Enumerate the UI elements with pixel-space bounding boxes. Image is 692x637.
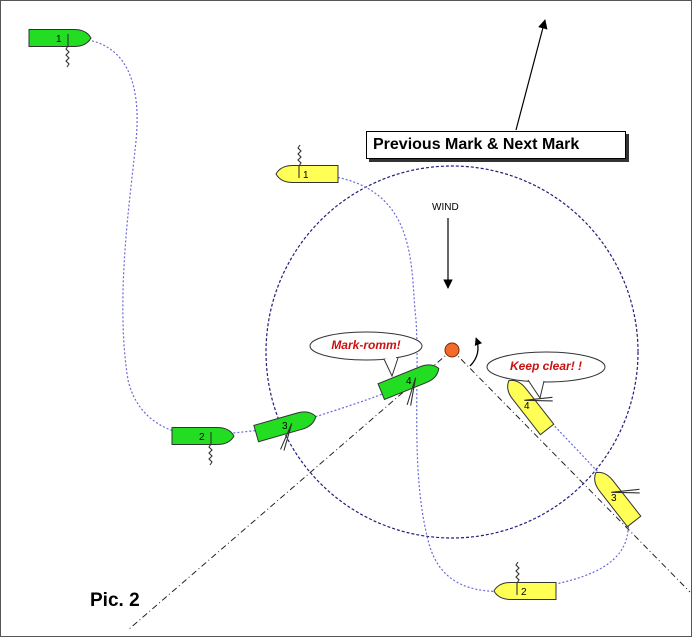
callout-mark-room bbox=[309, 331, 423, 378]
green-boat-3-sail bbox=[280, 423, 293, 451]
green-boat-2-number: 2 bbox=[199, 432, 205, 443]
green-boat-1 bbox=[28, 29, 92, 68]
green-boat-3-number: 3 bbox=[282, 421, 288, 432]
yellow-boat-3-hull bbox=[594, 471, 642, 528]
green-boat-4-number: 4 bbox=[406, 376, 412, 387]
yellow-boat-2-hull bbox=[493, 582, 557, 600]
yellow-boat-3 bbox=[594, 471, 642, 528]
callout-mark-room-text: Mark-romm! bbox=[331, 338, 401, 352]
layline-right bbox=[451, 349, 691, 593]
yellow-boat-4 bbox=[507, 379, 555, 436]
green-boat-4 bbox=[377, 364, 440, 406]
green-boat-1-hull bbox=[28, 29, 92, 47]
green-boat-4-sail bbox=[406, 377, 417, 406]
callout-keep-clear bbox=[486, 351, 606, 400]
green-boat-1-sail bbox=[65, 34, 70, 68]
yellow-boat-2-sail bbox=[515, 561, 520, 595]
yellow-boat-3-sail bbox=[611, 488, 640, 494]
yellow-boat-4-sail bbox=[524, 396, 553, 402]
yellow-boat-3-number: 3 bbox=[611, 493, 617, 504]
mark-zone-circle bbox=[265, 165, 639, 539]
green-boat-3-hull bbox=[253, 411, 317, 443]
yellow-boat-1-sail bbox=[297, 144, 302, 178]
green-boat-track bbox=[87, 39, 409, 437]
rounding-direction-arrow bbox=[469, 337, 483, 367]
boats-layer: 1 2 3 4 1 2 3 4 bbox=[28, 29, 642, 600]
yellow-boat-track bbox=[329, 175, 630, 593]
picture-caption: Pic. 2 bbox=[90, 590, 140, 611]
green-boat-2 bbox=[171, 427, 235, 466]
yellow-boat-2 bbox=[493, 561, 557, 600]
callout-keep-clear-text: Keep clear! ! bbox=[509, 359, 583, 373]
mark-buoy bbox=[444, 342, 460, 358]
yellow-boat-4-number: 4 bbox=[524, 401, 530, 412]
title-sign: Previous Mark & Next Mark bbox=[366, 131, 626, 159]
green-boat-2-hull bbox=[171, 427, 235, 445]
yellow-boat-1-number: 1 bbox=[303, 170, 309, 181]
green-boat-4-hull bbox=[377, 364, 440, 401]
yellow-boat-2-number: 2 bbox=[521, 587, 527, 598]
wind-label: WIND bbox=[432, 202, 459, 213]
layline-left bbox=[127, 349, 453, 631]
green-boat-3 bbox=[253, 411, 317, 451]
yellow-boat-1-hull bbox=[275, 165, 339, 183]
green-boat-1-number: 1 bbox=[56, 34, 62, 45]
yellow-boat-4-hull bbox=[507, 379, 555, 436]
yellow-boat-1 bbox=[275, 144, 339, 183]
next-mark-arrow bbox=[515, 19, 548, 131]
green-boat-2-sail bbox=[208, 432, 213, 466]
